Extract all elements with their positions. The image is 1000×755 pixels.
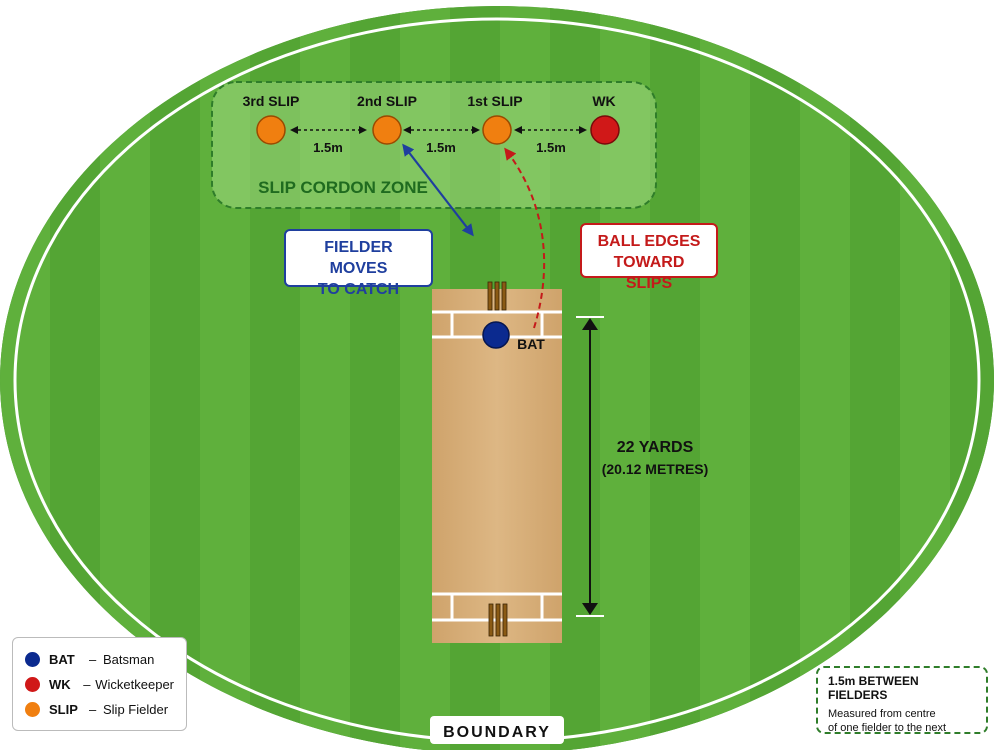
slip-legend-dot [25, 702, 40, 717]
legend-code: BAT [49, 652, 75, 667]
wicketkeeper-label: WK [592, 93, 615, 109]
batsman-marker [482, 321, 510, 349]
top-stumps [487, 281, 507, 311]
spacing-label-1: 1.5m [313, 140, 343, 155]
legend: BAT – Batsman WK – Wicketkeeper SLIP – S… [12, 637, 187, 731]
second-slip-label: 2nd SLIP [357, 93, 417, 109]
third-slip-marker [256, 115, 286, 145]
ball-edges-callout: BALL EDGES TOWARD SLIPS [580, 223, 718, 292]
wicketkeeper-marker [590, 115, 620, 145]
spacing-label-2: 1.5m [426, 140, 456, 155]
pitch-length-metric: (20.12 METRES) [602, 461, 709, 477]
legend-item-slip: SLIP – Slip Fielder [25, 697, 174, 722]
first-slip-label: 1st SLIP [467, 93, 522, 109]
spacing-label-3: 1.5m [536, 140, 566, 155]
legend-code: SLIP [49, 702, 78, 717]
legend-dash: – [89, 702, 97, 717]
fielder-moves-line2: TO CATCH [317, 281, 400, 298]
spacing-note-line2: of one fielder to the next [828, 722, 947, 734]
bottom-crease [432, 592, 562, 622]
fielder-move-arrow [402, 143, 474, 237]
pitch-length-dimension [576, 316, 604, 617]
ball-edge-arrow [504, 147, 546, 329]
bottom-stumps [488, 603, 508, 637]
boundary-label: BOUNDARY [443, 724, 551, 741]
legend-text: Batsman [103, 652, 155, 667]
fielder-moves-line1: FIELDER MOVES [324, 239, 393, 277]
legend-code: WK [49, 677, 71, 692]
legend-item-batsman: BAT – Batsman [25, 647, 174, 672]
third-slip-label: 3rd SLIP [243, 93, 300, 109]
fielder-moves-callout: FIELDER MOVES TO CATCH [284, 229, 433, 298]
legend-text: Wicketkeeper [95, 677, 174, 692]
pitch-length-label: 22 YARDS [617, 439, 694, 456]
legend-text: Slip Fielder [103, 702, 169, 717]
spacing-note-title: 1.5m BETWEEN FIELDERS [828, 674, 919, 702]
legend-dash: – [83, 677, 91, 692]
zone-label: SLIP CORDON ZONE [258, 178, 428, 197]
batsman-legend-dot [25, 652, 40, 667]
boundary-label-bg [430, 716, 564, 744]
batsman-label: BAT [517, 336, 545, 352]
ball-edges-line1: BALL EDGES [597, 233, 701, 250]
spacing-note: 1.5m BETWEEN FIELDERS Measured from cent… [816, 666, 988, 734]
wicketkeeper-legend-dot [25, 677, 40, 692]
first-slip-marker [482, 115, 512, 145]
ball-edges-line2: TOWARD SLIPS [613, 254, 685, 292]
legend-dash: – [89, 652, 97, 667]
spacing-note-line1: Measured from centre [828, 708, 936, 720]
legend-item-wicketkeeper: WK – Wicketkeeper [25, 672, 174, 697]
second-slip-marker [372, 115, 402, 145]
